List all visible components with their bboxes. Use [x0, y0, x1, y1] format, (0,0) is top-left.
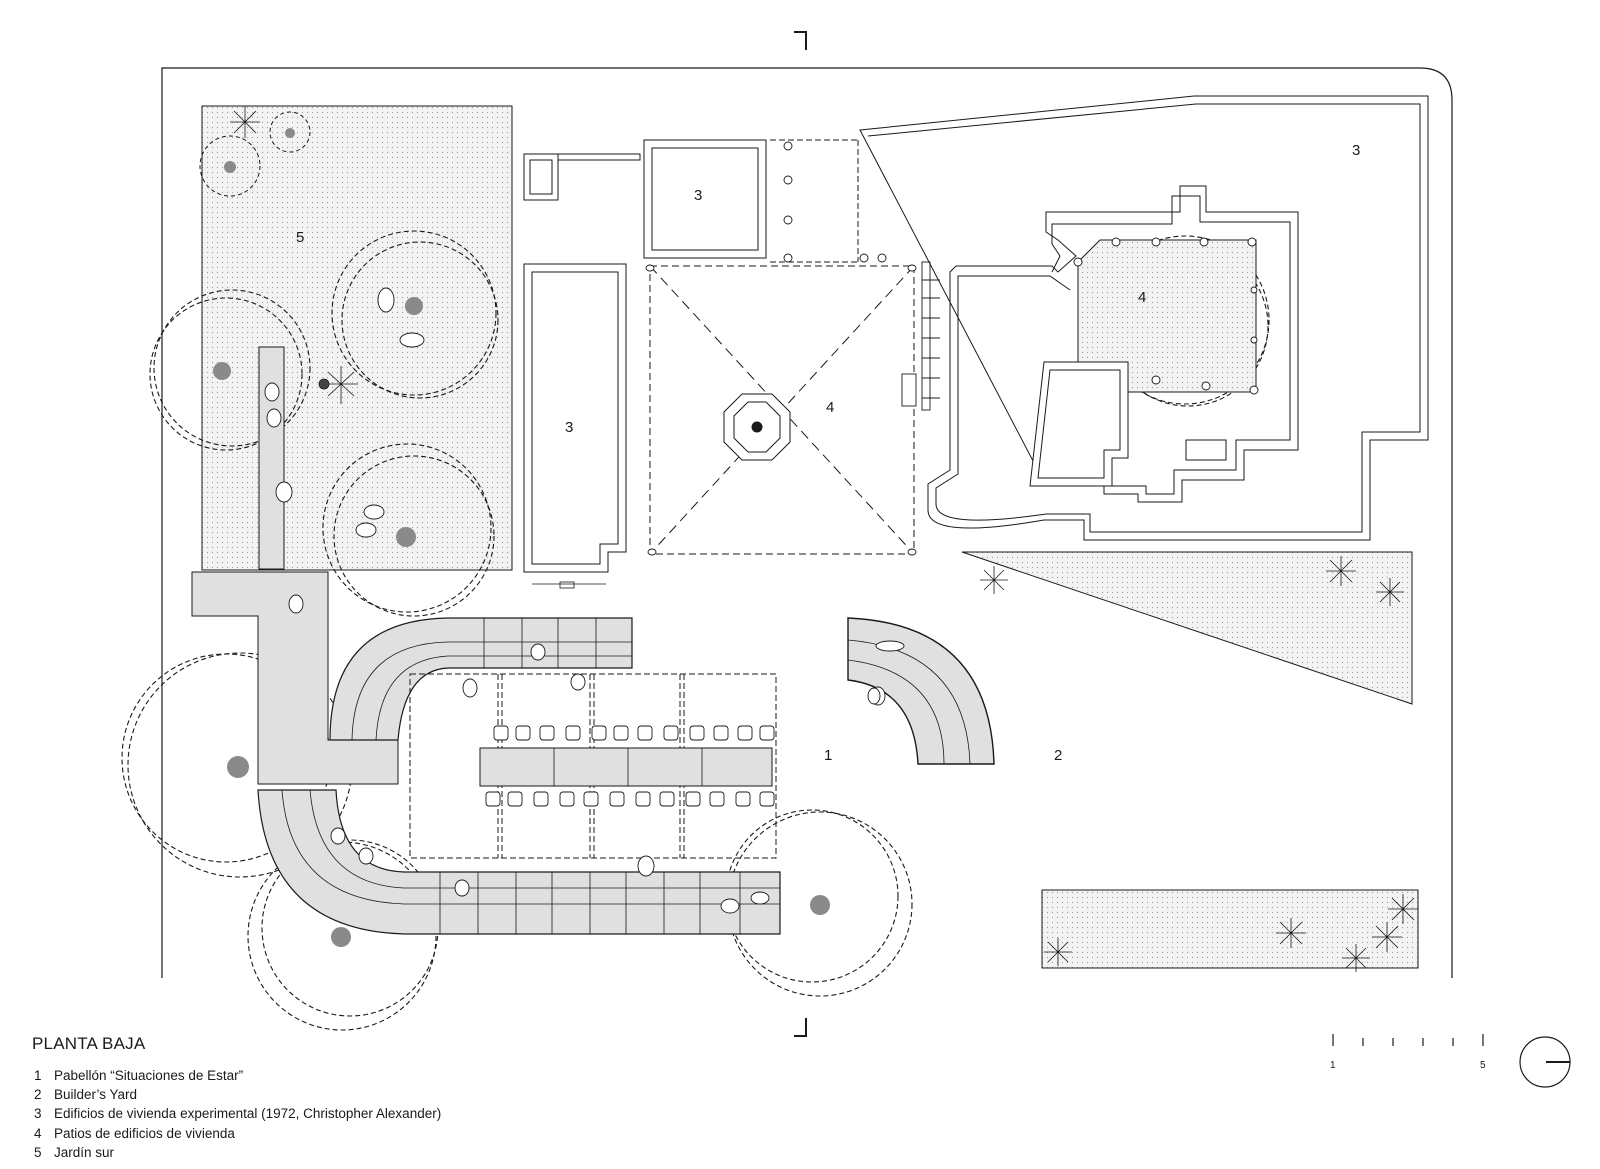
- housing-small-north: [523, 153, 559, 201]
- section-mark-top: [794, 31, 807, 50]
- label-builders-yard: 2: [1054, 747, 1062, 764]
- courtyard-east: [1029, 237, 1259, 487]
- label-courtyard-east: 4: [1138, 289, 1146, 306]
- garden-path: [258, 346, 285, 570]
- shrub-icon: [230, 106, 260, 138]
- shrub-icon: [980, 556, 1404, 606]
- north-arrow-icon: [1519, 1036, 1571, 1088]
- site-boundary: [161, 67, 1453, 978]
- pavilion-table: [479, 747, 773, 787]
- label-pavilion: 1: [824, 747, 832, 764]
- scale-end-label: 5: [1480, 1060, 1486, 1071]
- plan-title: PLANTA BAJA: [32, 1034, 146, 1053]
- housing-block-center-north: [643, 139, 767, 259]
- label-courtyard-center: 4: [826, 399, 834, 416]
- tree-small-group: [199, 111, 311, 197]
- label-housing-center-north: 3: [694, 187, 702, 204]
- scale-start-label: 1: [1330, 1060, 1336, 1071]
- section-mark-bottom: [794, 1018, 807, 1037]
- colonnade: [770, 139, 887, 263]
- shrub-icon: [1044, 894, 1418, 972]
- bench-north: [329, 617, 633, 741]
- people-figures: [264, 287, 905, 914]
- stair: [901, 261, 940, 411]
- housing-block-west: [523, 263, 627, 573]
- label-garden-south: 5: [296, 229, 304, 246]
- planting-triangle: [961, 551, 1413, 705]
- label-housing-west: 3: [565, 419, 573, 436]
- housing-block-northeast: [859, 95, 1429, 541]
- label-housing-northeast: 3: [1352, 142, 1360, 159]
- garden-area: [201, 105, 513, 571]
- bench-west: [191, 571, 399, 785]
- shrub-icon: [318, 366, 358, 404]
- scale-bar: [1332, 1034, 1484, 1046]
- bench-south: [257, 789, 781, 935]
- planting-strip: [1041, 889, 1419, 969]
- fountain-icon: [723, 393, 791, 461]
- chairs: [485, 725, 775, 807]
